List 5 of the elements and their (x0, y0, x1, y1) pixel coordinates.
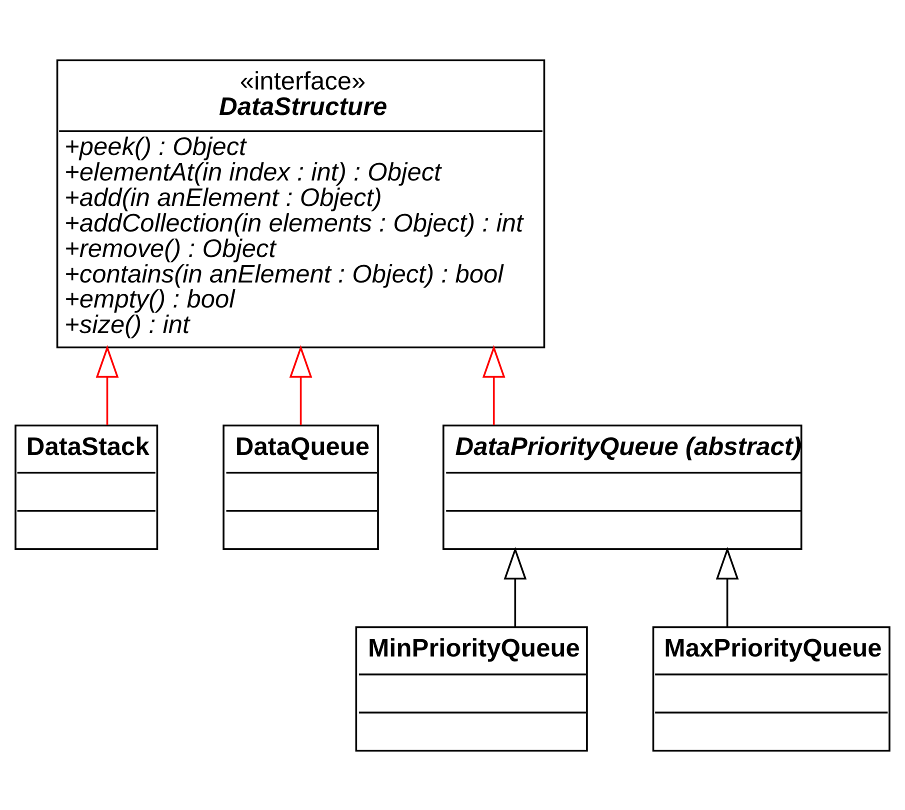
arrow (716, 546, 739, 626)
arrow (289, 344, 312, 425)
arrow (504, 546, 527, 626)
arrow (482, 344, 506, 425)
arrow (96, 344, 119, 425)
